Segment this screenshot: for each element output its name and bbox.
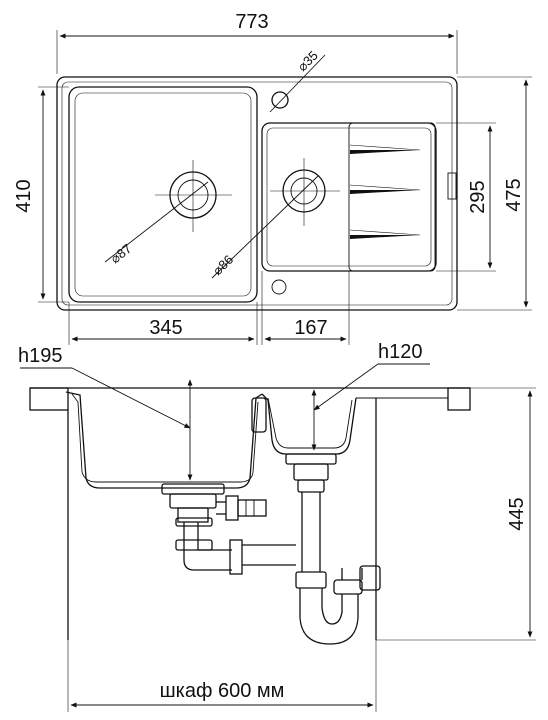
- side-view: h195 h120 445 шкаф 600 мм: [18, 341, 536, 712]
- countertop-left-edge: [29, 387, 69, 411]
- dim-cabinet-width-value: шкаф 600 мм: [160, 680, 285, 702]
- small-drain-label: ⌀86: [210, 252, 236, 278]
- main-bowl-inner: [74, 92, 252, 297]
- dim-main-bowl-height: h195: [18, 345, 193, 481]
- overflow-slot: [447, 172, 457, 200]
- drainer-insert: [348, 122, 436, 272]
- tap-hole: ⌀35: [269, 48, 326, 113]
- drainer-ribs: [349, 144, 421, 239]
- main-drain-fitting: [161, 483, 296, 575]
- dim-outer-depth-value: 475: [503, 178, 525, 211]
- main-drain: ⌀87: [104, 160, 232, 267]
- overflow-pipe: [216, 495, 267, 521]
- main-bowl-outline: [68, 86, 258, 303]
- main-drain-label: ⌀87: [108, 241, 135, 267]
- dim-overall-width: 773: [56, 11, 458, 74]
- dim-main-bowl-width-value: 345: [149, 317, 182, 339]
- tap-hole-label: ⌀35: [295, 48, 321, 74]
- overflow-hole: [271, 279, 287, 295]
- main-bowl-section: [65, 391, 263, 489]
- dim-small-bowl-depth: 295: [436, 122, 496, 272]
- main-bowl-section-inner: [71, 393, 259, 483]
- dim-install-height: 445: [376, 387, 536, 641]
- dim-bowl-widths: 345 167: [68, 271, 350, 345]
- dim-small-bowl-depth-value: 295: [467, 180, 489, 213]
- dim-main-bowl-depth: 410: [13, 86, 69, 303]
- countertop-right-edge: [447, 387, 471, 411]
- divider-clip: [251, 397, 267, 433]
- dim-small-bowl-height: h120: [311, 341, 430, 451]
- small-drain: ⌀86: [210, 158, 340, 279]
- siphon: [285, 453, 381, 645]
- small-bowl-section: [261, 393, 357, 455]
- dim-cabinet-width: шкаф 600 мм: [67, 640, 377, 712]
- dim-small-bowl-width-value: 167: [294, 317, 327, 339]
- dim-main-bowl-height-value: h195: [18, 345, 63, 367]
- small-bowl-section-inner: [267, 397, 353, 449]
- dim-outer-depth: 475: [457, 76, 532, 311]
- dim-main-bowl-depth-value: 410: [13, 179, 35, 212]
- dim-small-bowl-height-value: h120: [378, 341, 423, 363]
- top-view: ⌀87 ⌀86: [13, 11, 532, 345]
- dim-install-height-value: 445: [506, 497, 528, 530]
- dim-overall-width-value: 773: [235, 11, 268, 33]
